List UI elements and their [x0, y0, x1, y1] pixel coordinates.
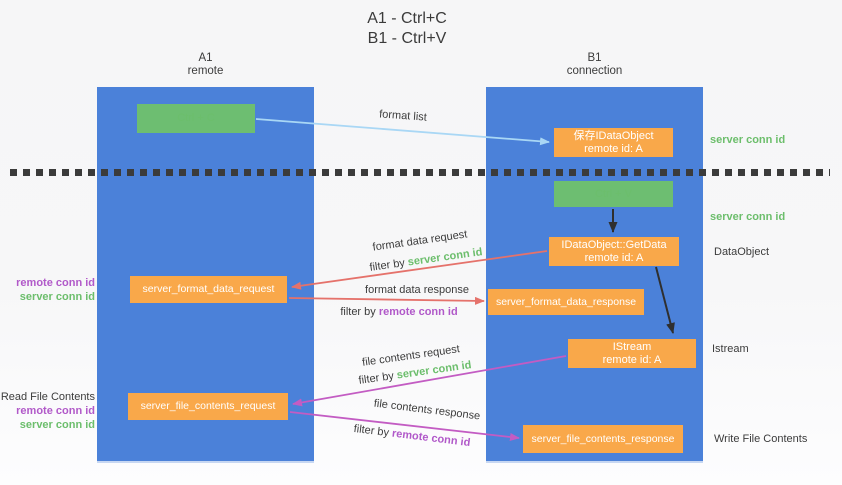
- label-server-conn-id-top: server conn id: [710, 134, 786, 146]
- lane-b1-name: B1: [587, 52, 602, 64]
- lane-header-b1: B1 connection: [486, 52, 703, 78]
- label-write-file-contents: Write File Contents: [714, 433, 808, 445]
- node-ctrl-v: Ctrl + V: [554, 181, 673, 207]
- filter-by-text: filter by: [340, 306, 376, 318]
- server-conn-id-text: server conn id: [407, 246, 484, 269]
- node-istream-line1: IStream: [612, 340, 652, 353]
- node-ctrl-c-label: Ctrl + C: [177, 112, 215, 124]
- title-line-2: B1 - Ctrl+V: [367, 30, 447, 47]
- label-file-contents-response: file contents response: [373, 397, 481, 423]
- label-conn-ids-format: remote conn id server conn id: [0, 276, 95, 304]
- node-server-format-data-request: server_format_data_request: [130, 276, 287, 303]
- arrow-format-data-response: [288, 296, 485, 305]
- node-server-file-contents-request: server_file_contents_request: [128, 393, 288, 420]
- lane-a1-subtitle: remote: [187, 65, 224, 77]
- label-server-conn-id-mid: server conn id: [710, 211, 786, 223]
- node-save-idataobject-line2: remote id: A: [584, 142, 643, 155]
- node-server-file-contents-response: server_file_contents_response: [523, 425, 683, 453]
- remote-conn-id-text: remote conn id: [391, 427, 471, 450]
- node-server-format-data-response: server_format_data_response: [488, 289, 644, 315]
- node-server-file-contents-response-label: server_file_contents_response: [531, 432, 675, 445]
- node-server-file-contents-request-label: server_file_contents_request: [140, 400, 276, 412]
- node-idataobject-getdata: IDataObject::GetData remote id: A: [549, 237, 679, 266]
- label-remote-conn-id-1: remote conn id: [16, 277, 95, 289]
- node-idataobject-getdata-line2: remote id: A: [584, 251, 644, 264]
- label-server-conn-id-1: server conn id: [19, 291, 95, 303]
- node-save-idataobject: 保存IDataObject remote id: A: [554, 128, 673, 157]
- filter-by-text: filter by: [357, 370, 395, 387]
- node-server-format-data-response-label: server_format_data_response: [495, 295, 637, 308]
- label-dataobject: DataObject: [714, 246, 770, 258]
- lane-b1-subtitle: connection: [566, 65, 623, 77]
- title-line-1: A1 - Ctrl+C: [367, 10, 447, 27]
- node-istream: IStream remote id: A: [568, 339, 696, 368]
- dotted-divider-line: [10, 169, 830, 176]
- label-read-file-contents: Read File Contents: [0, 391, 95, 403]
- node-ctrl-v-label: Ctrl + V: [595, 187, 632, 200]
- node-idataobject-getdata-line1: IDataObject::GetData: [561, 238, 667, 251]
- label-server-conn-id-2: server conn id: [19, 419, 95, 431]
- label-format-data-response: format data response: [365, 284, 469, 296]
- label-format-list: format list: [378, 108, 428, 124]
- lane-a1-name: A1: [198, 52, 213, 64]
- node-ctrl-c: Ctrl + C: [137, 104, 255, 133]
- label-conn-ids-file: remote conn id server conn id: [0, 404, 95, 432]
- node-server-format-data-request-label: server_format_data_request: [142, 283, 275, 295]
- diagram-title: A1 - Ctrl+C B1 - Ctrl+V: [0, 9, 814, 49]
- lane-header-a1: A1 remote: [97, 52, 314, 78]
- filter-by-text: filter by: [353, 422, 390, 440]
- remote-conn-id-text: remote conn id: [378, 306, 458, 318]
- label-filter-by-remote-conn-id-file: filter by remote conn id: [353, 423, 471, 449]
- label-istream: Istream: [712, 343, 749, 355]
- label-remote-conn-id-2: remote conn id: [16, 405, 95, 417]
- node-istream-line2: remote id: A: [602, 353, 662, 366]
- label-filter-by-remote-conn-id-format: filter by remote conn id: [340, 306, 457, 318]
- node-save-idataobject-line1: 保存IDataObject: [573, 129, 654, 142]
- filter-by-text: filter by: [368, 257, 406, 274]
